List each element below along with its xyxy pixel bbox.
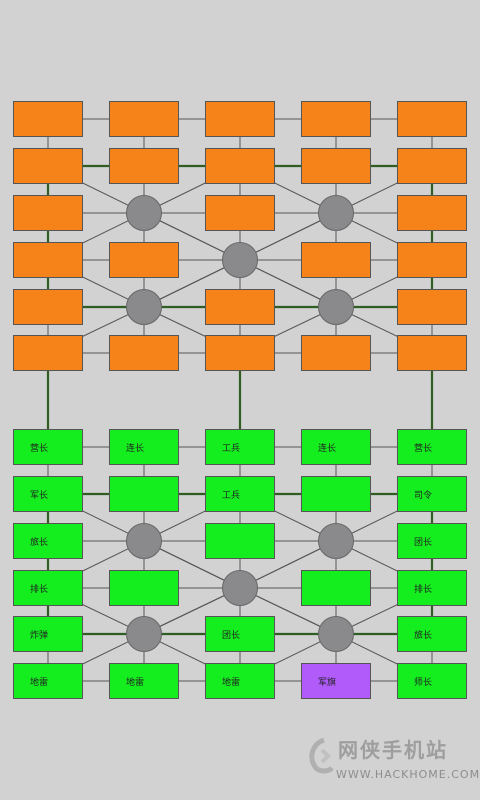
enemy-piece[interactable] xyxy=(397,148,467,184)
enemy-piece[interactable] xyxy=(205,148,275,184)
piece-label: 团长 xyxy=(414,537,433,548)
player-piece[interactable] xyxy=(109,476,179,512)
enemy-piece[interactable] xyxy=(397,101,467,137)
enemy-piece[interactable] xyxy=(13,148,83,184)
enemy-camp[interactable] xyxy=(318,289,354,325)
player-piece[interactable]: 旅长 xyxy=(397,616,467,652)
piece-label: 工兵 xyxy=(222,490,241,501)
enemy-piece[interactable] xyxy=(109,335,179,371)
player-piece[interactable]: 军长 xyxy=(13,476,83,512)
piece-label: 司令 xyxy=(414,490,433,501)
enemy-piece[interactable] xyxy=(301,148,371,184)
piece-label: 团长 xyxy=(222,630,241,641)
piece-label: 地雷 xyxy=(30,677,49,688)
enemy-piece[interactable] xyxy=(13,101,83,137)
enemy-piece[interactable] xyxy=(13,335,83,371)
piece-label: 地雷 xyxy=(222,677,241,688)
piece-label: 地雷 xyxy=(126,677,145,688)
enemy-camp[interactable] xyxy=(318,195,354,231)
enemy-piece[interactable] xyxy=(109,101,179,137)
player-piece[interactable]: 团长 xyxy=(397,523,467,559)
enemy-piece[interactable] xyxy=(13,242,83,278)
enemy-piece[interactable] xyxy=(397,195,467,231)
enemy-piece[interactable] xyxy=(301,335,371,371)
piece-label: 营长 xyxy=(414,443,433,454)
player-piece[interactable]: 营长 xyxy=(13,429,83,465)
player-piece[interactable]: 旅长 xyxy=(13,523,83,559)
player-camp[interactable] xyxy=(318,616,354,652)
player-piece[interactable]: 连长 xyxy=(301,429,371,465)
player-piece[interactable] xyxy=(205,523,275,559)
enemy-piece[interactable] xyxy=(397,335,467,371)
enemy-piece[interactable] xyxy=(397,242,467,278)
enemy-piece[interactable] xyxy=(301,101,371,137)
player-piece[interactable]: 团长 xyxy=(205,616,275,652)
enemy-piece[interactable] xyxy=(205,289,275,325)
player-piece[interactable]: 司令 xyxy=(397,476,467,512)
piece-label: 军长 xyxy=(30,490,49,501)
player-piece[interactable]: 营长 xyxy=(397,429,467,465)
player-camp[interactable] xyxy=(126,523,162,559)
watermark: 网侠手机站 WWW.HACKHOME.COM xyxy=(302,730,479,790)
enemy-camp[interactable] xyxy=(126,289,162,325)
enemy-camp[interactable] xyxy=(126,195,162,231)
piece-label: 旅长 xyxy=(30,537,49,548)
player-piece[interactable]: 炸弹 xyxy=(13,616,83,652)
player-piece[interactable]: 工兵 xyxy=(205,429,275,465)
piece-label: 旅长 xyxy=(414,630,433,641)
watermark-title: 网侠手机站 xyxy=(338,738,448,762)
player-piece[interactable]: 排长 xyxy=(13,570,83,606)
player-piece[interactable]: 排长 xyxy=(397,570,467,606)
piece-label: 连长 xyxy=(318,443,337,454)
player-piece[interactable] xyxy=(109,570,179,606)
player-piece[interactable]: 工兵 xyxy=(205,476,275,512)
piece-label: 师长 xyxy=(414,677,433,688)
piece-label: 工兵 xyxy=(222,443,241,454)
player-piece[interactable]: 地雷 xyxy=(109,663,179,699)
enemy-piece[interactable] xyxy=(205,335,275,371)
hackhome-logo-icon xyxy=(309,737,334,774)
player-piece[interactable]: 连长 xyxy=(109,429,179,465)
player-camp[interactable] xyxy=(126,616,162,652)
player-piece[interactable] xyxy=(301,476,371,512)
piece-label: 排长 xyxy=(414,584,433,595)
enemy-piece[interactable] xyxy=(397,289,467,325)
enemy-camp[interactable] xyxy=(222,242,258,278)
player-camp[interactable] xyxy=(222,570,258,606)
enemy-piece[interactable] xyxy=(13,289,83,325)
player-piece[interactable] xyxy=(301,570,371,606)
piece-label: 炸弹 xyxy=(30,630,49,641)
piece-label: 连长 xyxy=(126,443,145,454)
enemy-piece[interactable] xyxy=(13,195,83,231)
piece-label: 军旗 xyxy=(318,677,337,688)
piece-label: 排长 xyxy=(30,584,49,595)
piece-label: 营长 xyxy=(30,443,49,454)
enemy-piece[interactable] xyxy=(301,242,371,278)
enemy-piece[interactable] xyxy=(205,195,275,231)
enemy-piece[interactable] xyxy=(109,242,179,278)
player-piece[interactable]: 师长 xyxy=(397,663,467,699)
enemy-piece[interactable] xyxy=(109,148,179,184)
player-piece[interactable]: 地雷 xyxy=(205,663,275,699)
player-piece[interactable]: 地雷 xyxy=(13,663,83,699)
flag-piece[interactable]: 军旗 xyxy=(301,663,371,699)
watermark-url: WWW.HACKHOME.COM xyxy=(336,768,480,781)
enemy-piece[interactable] xyxy=(205,101,275,137)
player-camp[interactable] xyxy=(318,523,354,559)
